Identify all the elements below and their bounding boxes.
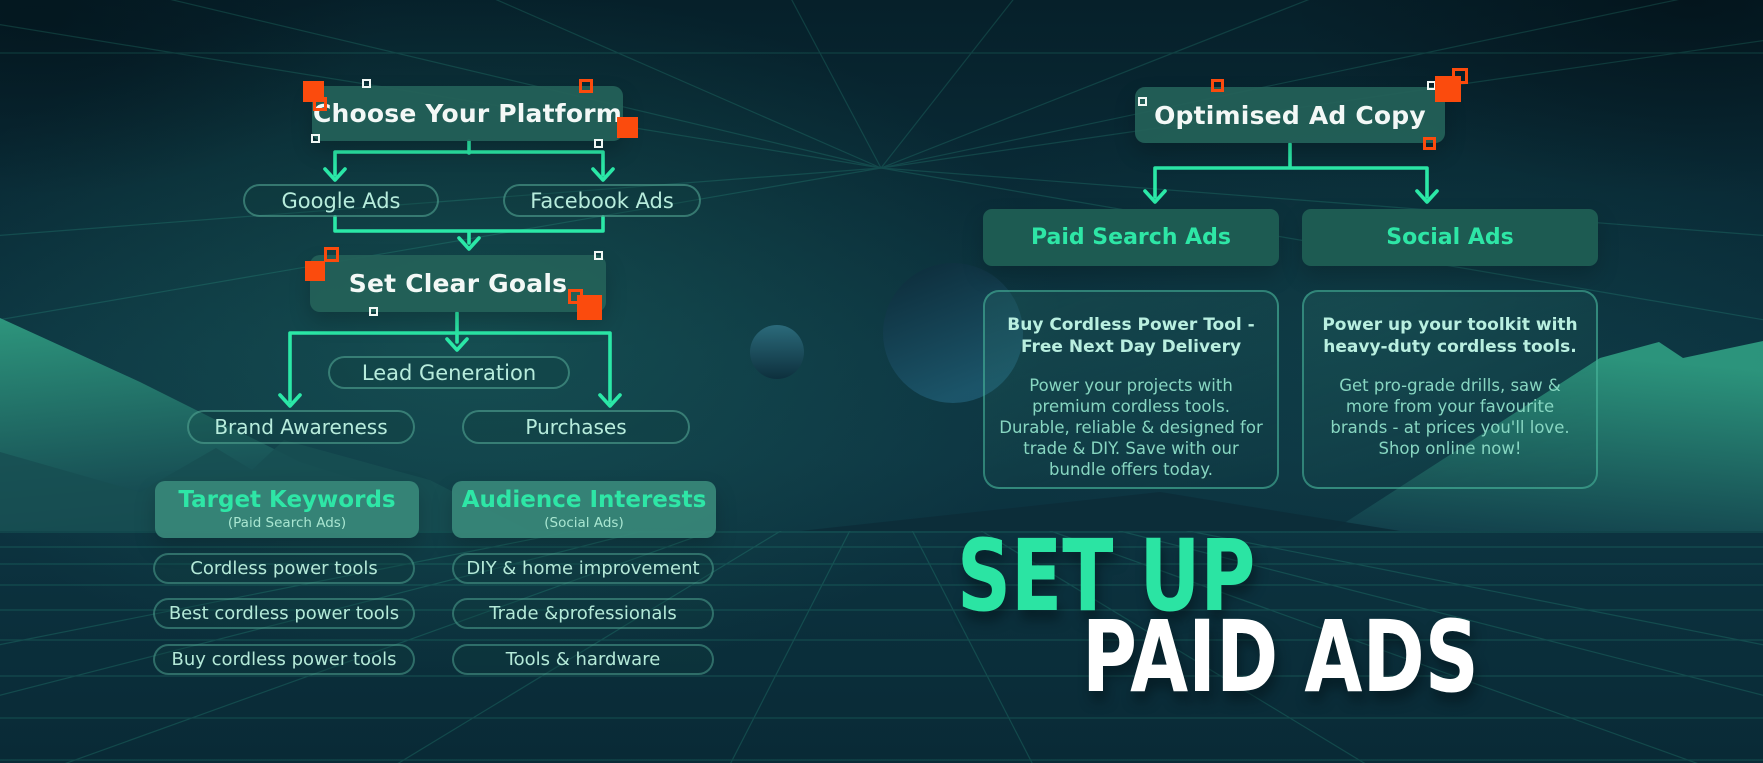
platform-pill-facebook-ads: Facebook Ads: [503, 184, 701, 217]
decor-square: [362, 79, 371, 88]
platform-pill-google-ads: Google Ads: [243, 184, 439, 217]
decor-square: [577, 295, 602, 320]
target-keywords-header: Target Keywords (Paid Search Ads): [155, 481, 419, 538]
social-ad-card-body: Get pro-grade drills, saw & more from yo…: [1330, 375, 1570, 458]
decor-square: [369, 307, 378, 316]
paid-search-ad-card: Buy Cordless Power Tool - Free Next Day …: [983, 290, 1279, 489]
target-keywords-subtitle: (Paid Search Ads): [227, 514, 347, 531]
audience-pill: Trade &professionals: [452, 598, 714, 629]
keyword-pill: Buy cordless power tools: [153, 644, 415, 675]
keyword-pill: Cordless power tools: [153, 553, 415, 584]
decor-square: [313, 97, 327, 111]
paid-search-ad-card-title: Buy Cordless Power Tool - Free Next Day …: [1007, 315, 1255, 358]
decor-square: [324, 247, 339, 262]
ad-copy-title-box: Optimised Ad Copy: [1135, 87, 1445, 143]
audience-interests-header: Audience Interests (Social Ads): [452, 481, 716, 538]
decor-square: [594, 251, 603, 260]
decor-square: [617, 117, 638, 138]
audience-interests-subtitle: (Social Ads): [544, 514, 624, 531]
decor-square: [311, 134, 320, 143]
mountain-silhouettes: [0, 318, 1763, 531]
audience-pill: DIY & home improvement: [452, 553, 714, 584]
main-title-line1: SET UP: [957, 517, 1256, 634]
ceiling-grid: [0, 0, 1763, 321]
decor-square: [594, 139, 603, 148]
audience-pill: Tools & hardware: [452, 644, 714, 675]
social-ad-card-title: Power up your toolkit with heavy-duty co…: [1322, 315, 1578, 358]
goals-title-box: Set Clear Goals: [310, 255, 606, 312]
audience-interests-title: Audience Interests: [461, 487, 707, 514]
decor-square: [1452, 68, 1468, 84]
decor-square: [1435, 76, 1461, 102]
decor-square: [305, 261, 325, 281]
keyword-pill: Best cordless power tools: [153, 598, 415, 629]
decor-square: [1211, 79, 1224, 92]
branch-label-paid-search-ads: Paid Search Ads: [983, 209, 1279, 266]
small-sphere: [750, 325, 804, 379]
branch-label-social-ads: Social Ads: [1302, 209, 1598, 266]
social-ad-card: Power up your toolkit with heavy-duty co…: [1302, 290, 1598, 489]
decor-square: [579, 79, 593, 93]
decor-square: [303, 81, 324, 102]
platform-title-box: Choose Your Platform: [312, 86, 623, 141]
target-keywords-title: Target Keywords: [178, 487, 396, 514]
main-title-line2: PAID ADS: [1082, 598, 1479, 715]
goal-pill-lead-generation: Lead Generation: [328, 356, 570, 389]
goal-pill-brand-awareness: Brand Awareness: [187, 410, 415, 444]
decor-square: [1423, 137, 1436, 150]
paid-search-ad-card-body: Power your projects with premium cordles…: [999, 375, 1263, 479]
decor-square: [1138, 97, 1147, 106]
goal-pill-purchases: Purchases: [462, 410, 690, 444]
flow-arrows: [278, 139, 1439, 408]
